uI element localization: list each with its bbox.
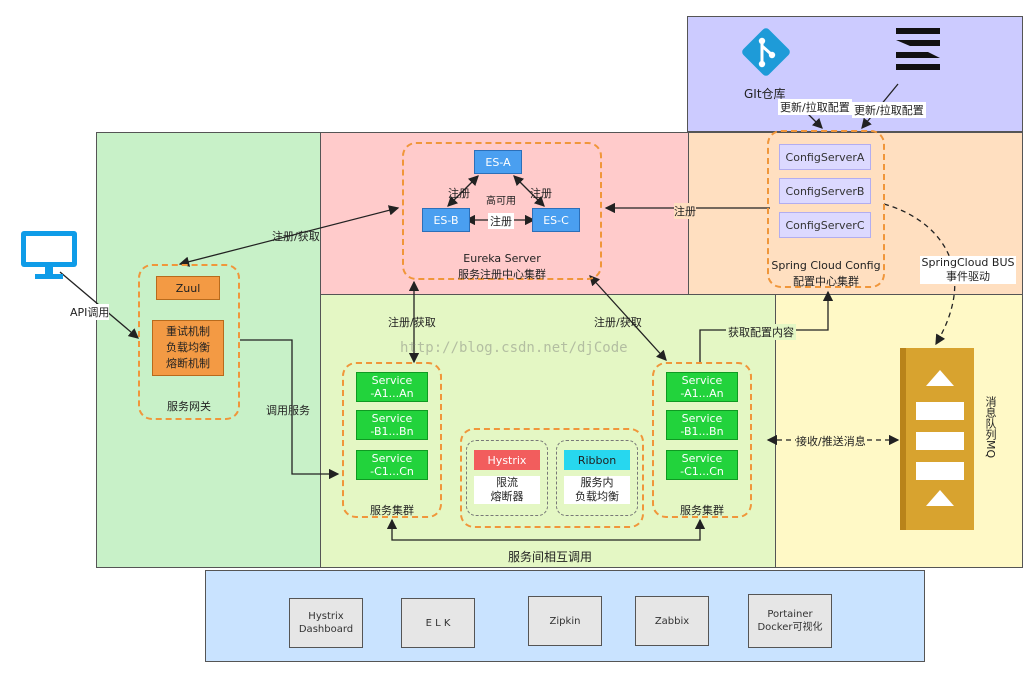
svn-logo-icon bbox=[892, 24, 944, 78]
bus-label: SpringCloud BUS 事件驱动 bbox=[920, 256, 1016, 284]
ribbon-box: Ribbon bbox=[564, 450, 630, 470]
hystrix-desc: 限流 熔断器 bbox=[474, 476, 540, 504]
tool-portainer: Portainer Docker可视化 bbox=[748, 594, 832, 648]
register-config-label: 注册 bbox=[674, 203, 696, 219]
hystrix-desc-2: 熔断器 bbox=[490, 490, 524, 503]
watermark: http://blog.csdn.net/djCode bbox=[400, 340, 628, 356]
ribbon-desc-1: 服务内 bbox=[580, 476, 614, 489]
recv-push-label: 接收/推送消息 bbox=[796, 433, 866, 449]
mq-bar bbox=[900, 348, 974, 530]
eureka-reg-left: 注册 bbox=[448, 187, 470, 200]
hystrix-desc-1: 限流 bbox=[496, 476, 518, 489]
ribbon-group bbox=[556, 440, 638, 516]
service-cluster-right bbox=[652, 362, 752, 518]
ribbon-desc-2: 负载均衡 bbox=[575, 490, 619, 503]
eureka-ha-label: 高可用 bbox=[486, 196, 516, 207]
call-service-label: 调用服务 bbox=[266, 404, 310, 417]
eureka-cluster bbox=[402, 142, 602, 280]
tool-zipkin: Zipkin bbox=[528, 596, 602, 646]
eureka-title: Eureka Server bbox=[463, 252, 541, 265]
gateway-features: 重试机制 负载均衡 熔断机制 bbox=[152, 320, 224, 376]
tool-hystrix-dashboard: Hystrix Dashboard bbox=[289, 598, 363, 648]
gateway-label: 服务网关 bbox=[167, 400, 211, 413]
config-title: Spring Cloud Config bbox=[771, 259, 881, 272]
config-cluster bbox=[767, 130, 885, 288]
hystrix-box: Hystrix bbox=[474, 450, 540, 470]
es-a-node: ES-A bbox=[474, 150, 522, 174]
reg-get-gateway-label: 注册/获取 bbox=[272, 230, 320, 243]
intra-call-cluster bbox=[460, 428, 644, 528]
monitor-icon bbox=[18, 228, 80, 282]
reg-get-right-label: 注册/获取 bbox=[594, 316, 642, 329]
mq-zone bbox=[775, 294, 1023, 568]
mq-label: 消息队列MQ bbox=[984, 396, 997, 459]
config-server-c: ConfigServerC bbox=[779, 212, 871, 238]
git-logo-icon bbox=[738, 24, 794, 80]
api-call-label: API调用 bbox=[70, 304, 110, 320]
mutual-call-label: 服务间相互调用 bbox=[507, 550, 592, 564]
service-a-left: Service -A1...An bbox=[356, 372, 428, 402]
hystrix-group bbox=[466, 440, 548, 516]
service-b-right: Service -B1...Bn bbox=[666, 410, 738, 440]
service-c-right: Service -C1...Cn bbox=[666, 450, 738, 480]
get-config-label: 获取配置内容 bbox=[726, 324, 796, 340]
reg-get-left-label: 注册/获取 bbox=[388, 316, 436, 329]
feature-breaker: 熔断机制 bbox=[166, 357, 210, 370]
pull-config-label-2: 更新/拉取配置 bbox=[852, 102, 926, 118]
eureka-subtitle: 服务注册中心集群 bbox=[458, 268, 546, 281]
bus-label-line2: 事件驱动 bbox=[946, 270, 990, 283]
config-server-b: ConfigServerB bbox=[779, 178, 871, 204]
es-c-node: ES-C bbox=[532, 208, 580, 232]
feature-balance: 负载均衡 bbox=[166, 341, 210, 354]
eureka-reg-right: 注册 bbox=[530, 187, 552, 200]
service-b-left: Service -B1...Bn bbox=[356, 410, 428, 440]
zuul-box: Zuul bbox=[156, 276, 220, 300]
pull-config-label-1: 更新/拉取配置 bbox=[778, 99, 852, 115]
service-cluster-left-label: 服务集群 bbox=[370, 504, 414, 517]
tool-elk: E L K bbox=[401, 598, 475, 648]
service-cluster-right-label: 服务集群 bbox=[680, 504, 724, 517]
gateway-cluster bbox=[138, 264, 240, 420]
service-cluster-left bbox=[342, 362, 442, 518]
eureka-reg-mid: 注册 bbox=[488, 213, 514, 229]
service-c-left: Service -C1...Cn bbox=[356, 450, 428, 480]
bus-label-line1: SpringCloud BUS bbox=[921, 256, 1015, 269]
git-label: GIt仓库 bbox=[744, 87, 786, 101]
config-subtitle: 配置中心集群 bbox=[793, 275, 859, 288]
ribbon-desc: 服务内 负载均衡 bbox=[564, 476, 630, 504]
tool-zabbix: Zabbix bbox=[635, 596, 709, 646]
service-a-right: Service -A1...An bbox=[666, 372, 738, 402]
config-server-a: ConfigServerA bbox=[779, 144, 871, 170]
es-b-node: ES-B bbox=[422, 208, 470, 232]
feature-retry: 重试机制 bbox=[166, 325, 210, 338]
